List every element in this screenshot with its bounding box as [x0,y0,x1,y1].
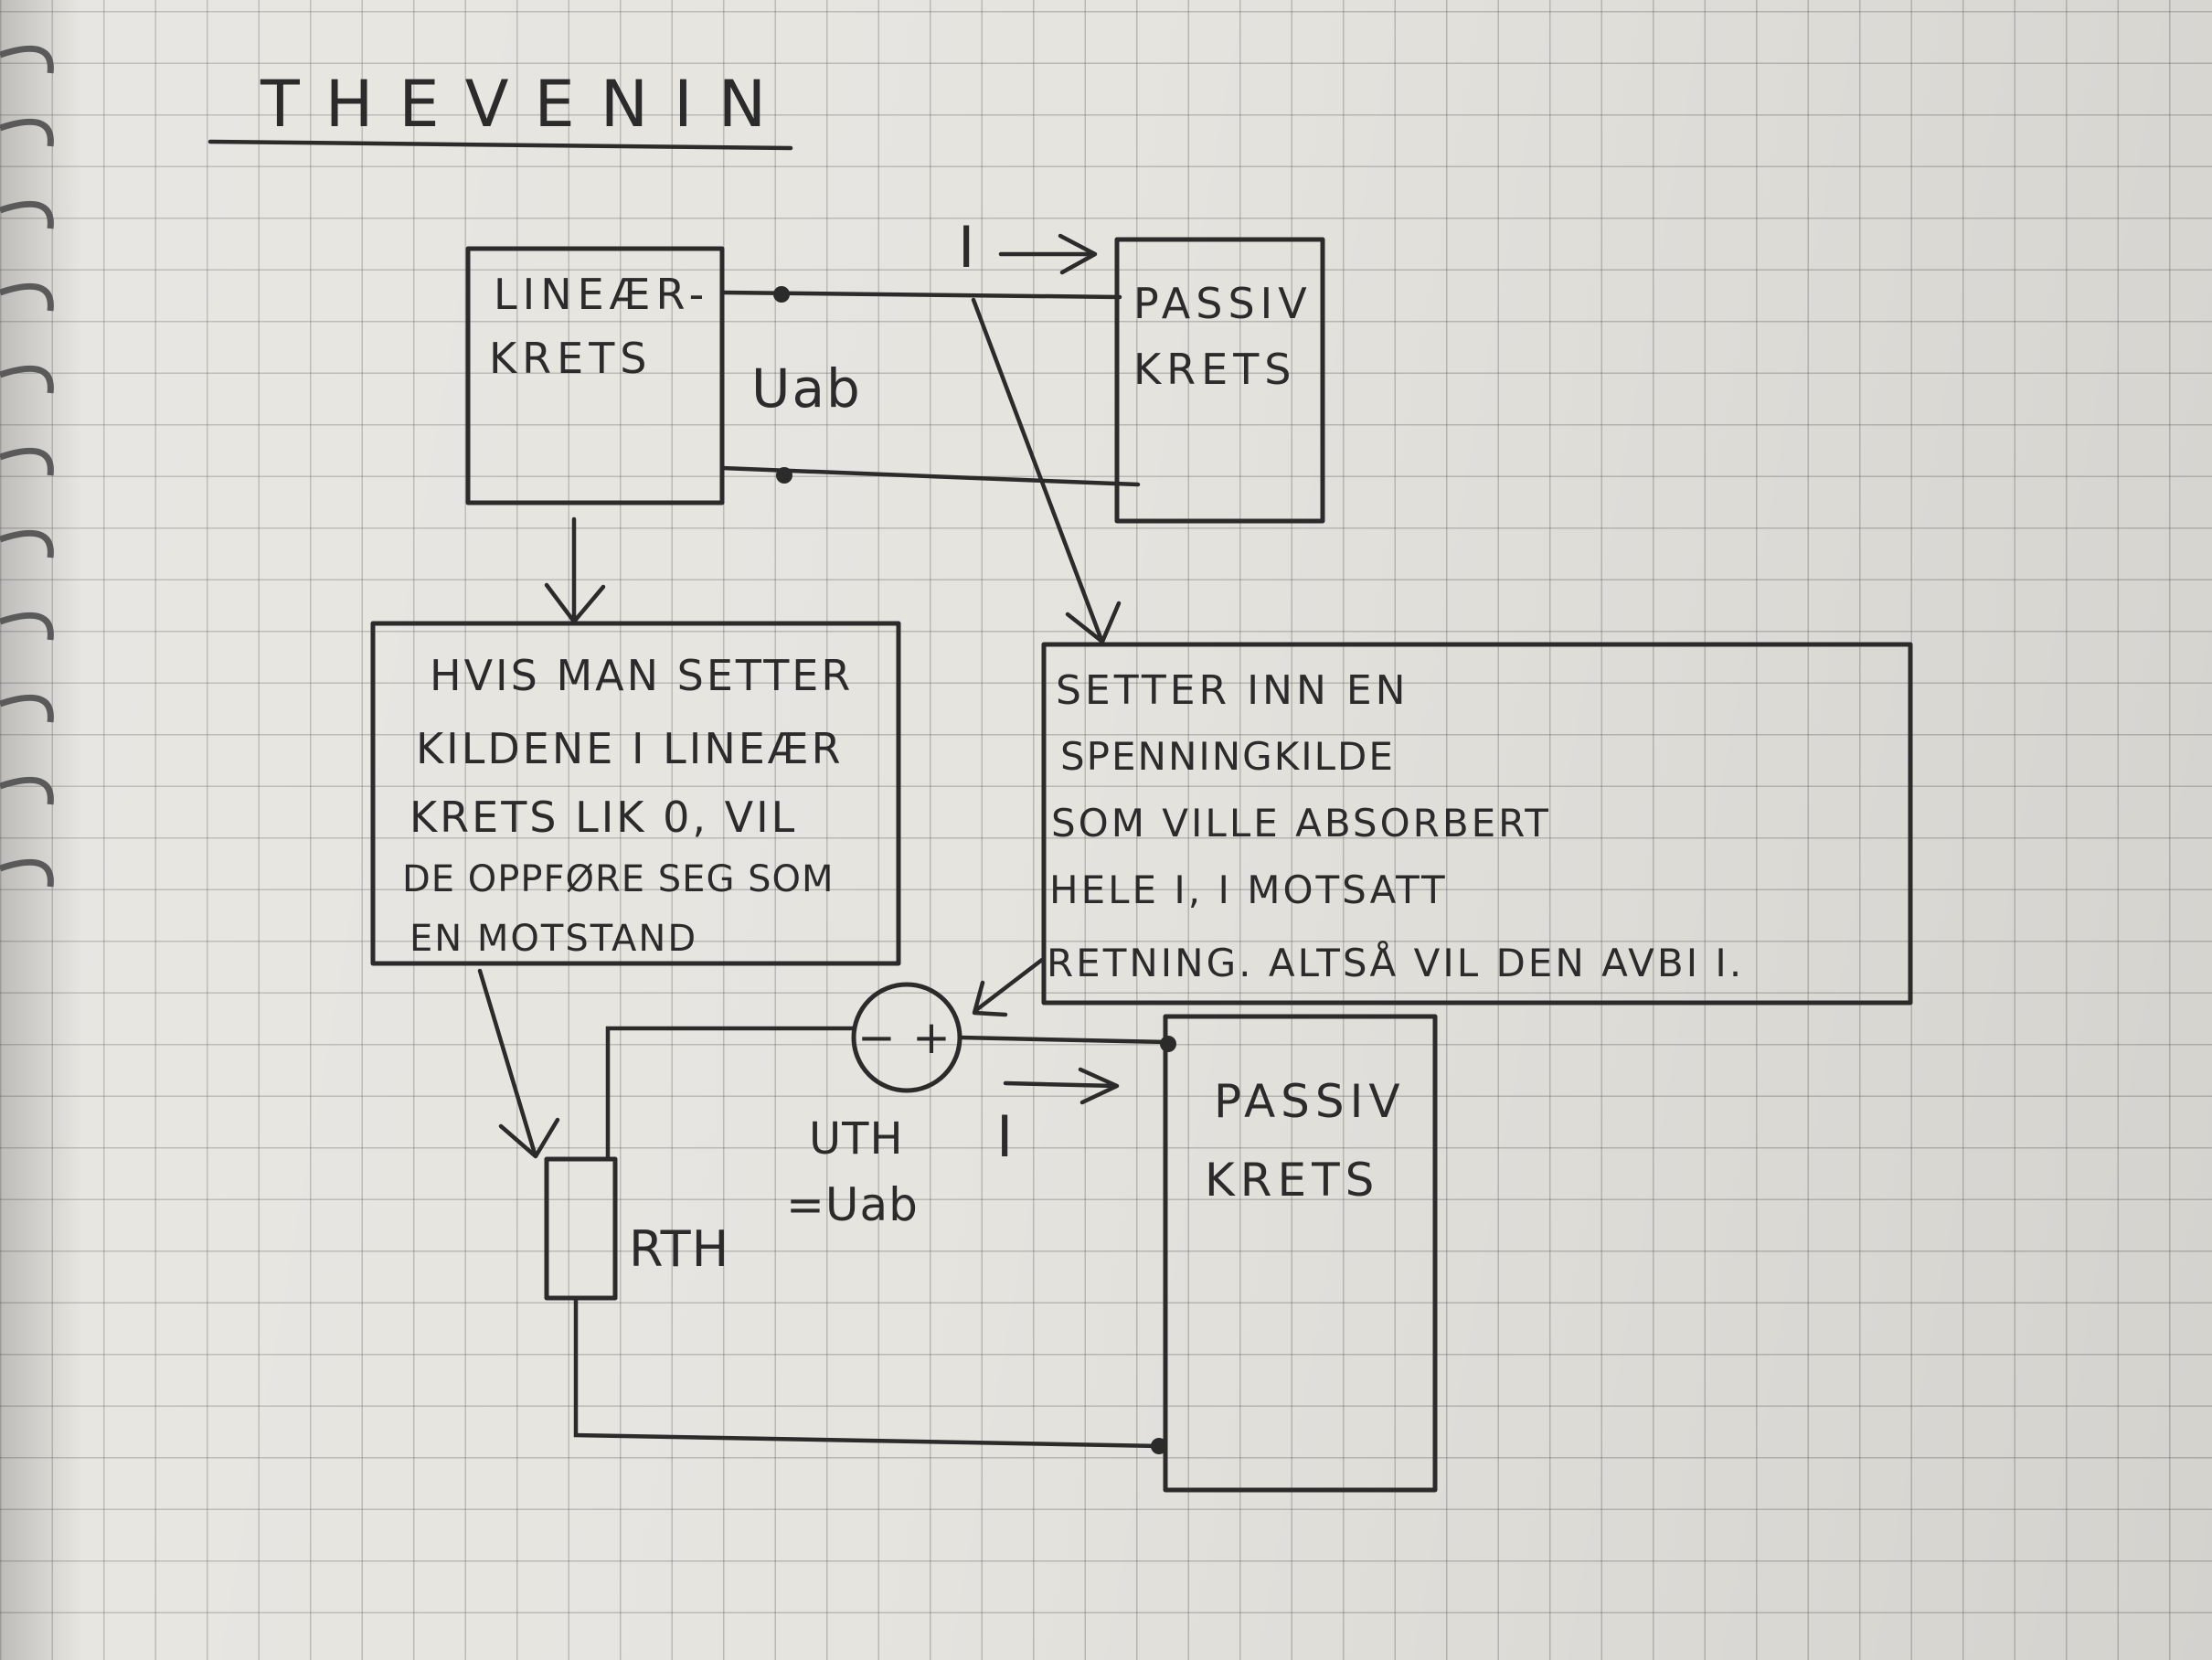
current-top-arrow [998,233,1098,275]
spiral-binding [0,45,54,888]
linear-circuit-label-1: LINEÆR- [494,270,709,319]
voltage-bottom-label-1: UTH [809,1113,904,1165]
current-bottom-label: I [996,1103,1018,1170]
arrow-to-source [972,957,1045,1017]
passive-circuit-bottom-label-1: PASSIV [1214,1075,1406,1128]
left-note-line-3: KRETS LIK 0, VIL [409,793,797,842]
passive-circuit-box-bottom [1163,1014,1438,1493]
page-shadow [0,0,82,1660]
right-note-box [1041,642,1913,1006]
right-note-line-4: HELE I, I MOTSATT [1049,867,1448,912]
passive-circuit-top-label-2: KRETS [1133,345,1297,394]
resistor-rth [544,1156,618,1301]
left-note-line-5: EN MOTSTAND [409,918,697,960]
wire-source-left [605,1026,857,1159]
source-minus: − [857,1011,901,1064]
arrow-to-right-note [971,297,1122,644]
voltage-top-label: Uab [751,357,862,420]
right-note-line-1: SETTER INN EN [1056,667,1409,714]
terminal-bottom-bottom [1151,1438,1167,1454]
current-top-label: I [958,214,980,281]
arrow-to-resistor [477,968,560,1159]
passive-circuit-bottom-label-2: KRETS [1205,1154,1379,1207]
voltage-source [851,982,962,1093]
arrow-to-left-note [544,516,606,624]
page-title: THEVENIN [260,67,792,142]
left-note-line-2: KILDENE I LINEÆR [416,724,844,773]
right-note-line-5: RETNING. ALTSÅ VIL DEN AVBI I. [1047,940,1744,985]
resistor-label: RTH [629,1220,729,1278]
left-note-line-4: DE OPPFØRE SEG SOM [402,858,835,900]
linear-circuit-box [465,246,725,505]
title-underline [207,139,793,151]
source-plus: + [912,1011,956,1064]
left-note-box [370,621,901,966]
right-note-line-2: SPENNINGKILDE [1060,734,1395,779]
left-note-line-1: HVIS MAN SETTER [430,651,853,700]
passive-circuit-top-label-1: PASSIV [1133,279,1313,328]
right-note-line-3: SOM VILLE ABSORBERT [1051,801,1551,846]
current-bottom-arrow [1003,1067,1120,1105]
voltage-bottom-label-2: =Uab [786,1178,919,1231]
linear-circuit-label-2: KRETS [489,334,653,383]
top-wire-lower [719,465,1141,487]
terminal-a [773,286,790,303]
terminal-bottom-top [1160,1036,1176,1052]
passive-circuit-box-top [1114,237,1325,524]
wire-source-right [957,1035,1168,1045]
wire-bottom [573,1295,1164,1449]
terminal-b [776,467,792,484]
